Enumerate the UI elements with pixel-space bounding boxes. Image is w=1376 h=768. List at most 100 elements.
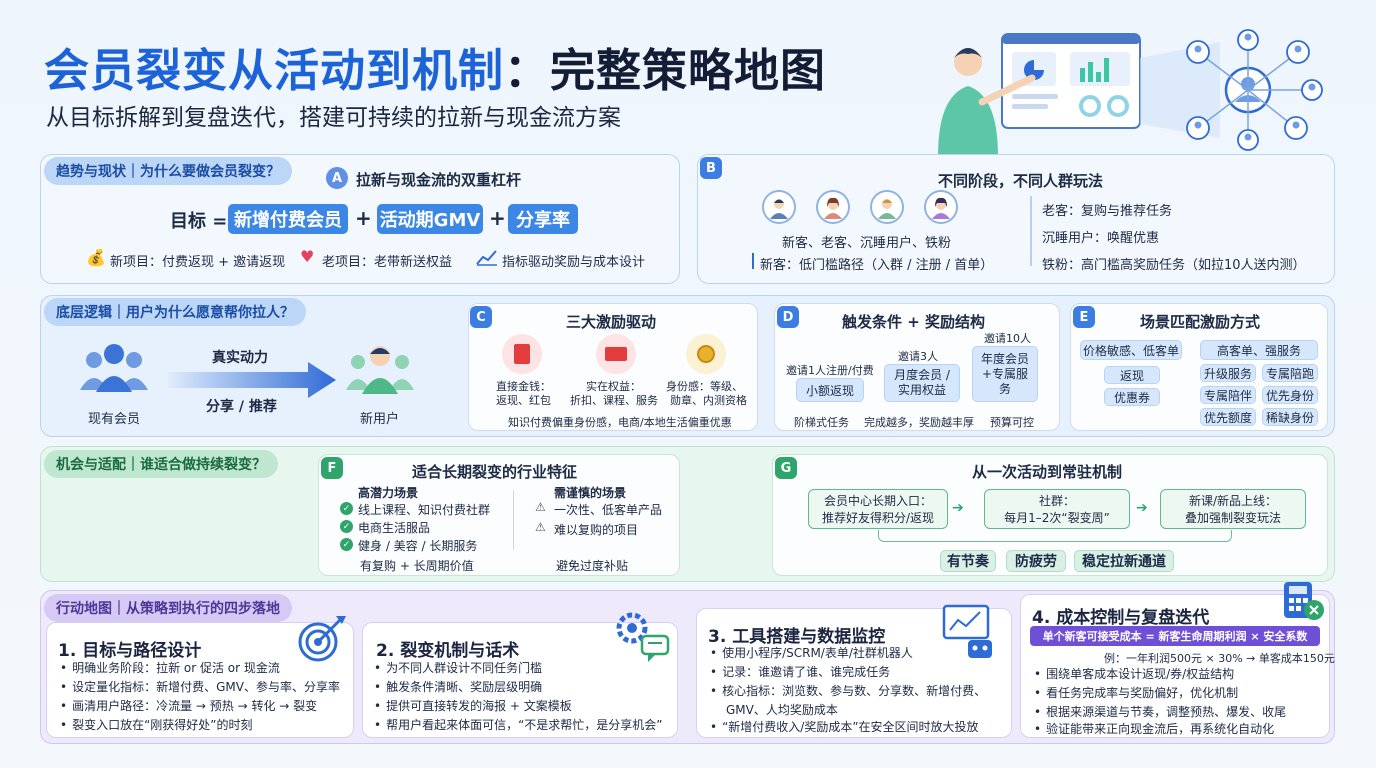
- step-1-item-2: 设定量化指标：新增付费、GMV、参与率、分享率: [60, 678, 340, 697]
- scene-upgrade: 升级服务: [1200, 364, 1256, 382]
- note-new-project: 新项目：付费返现 + 邀请返现: [110, 255, 286, 270]
- arrow-right-icon: [168, 362, 336, 398]
- mechanism-new-launch-l2: 叠加强制裂变玩法: [1184, 511, 1281, 525]
- dormant-user-avatar-icon: [870, 190, 904, 224]
- mechanism-member-center: 会员中心长期入口：推荐好友得积分/返现: [808, 489, 948, 529]
- incentive-note: 知识付费偏重身份感，电商/本地生活偏重优惠: [508, 416, 732, 429]
- careful-item-1: 一次性、低客单产品: [554, 503, 663, 517]
- heart-icon: ♥: [300, 247, 315, 266]
- incentive-rights-l2: 折扣、课程、服务: [570, 394, 658, 407]
- section-logic-tag: 底层逻辑｜用户为什么愿意帮你拉人？: [44, 298, 306, 326]
- fit-divider: [513, 490, 514, 550]
- badge-b: B: [700, 157, 722, 179]
- section-action-tag: 行动地图｜从策略到执行的四步落地: [44, 594, 292, 622]
- existing-members-label: 现有会员: [88, 412, 141, 427]
- step-1-item-3: 画清用户路径：冷流量 → 预热 → 转化 → 裂变: [60, 697, 317, 716]
- old-customer-avatar-icon: [816, 190, 850, 224]
- card-g-title: 从一次活动到常驻机制: [972, 463, 1123, 481]
- chip-rhythm: 有节奏: [940, 550, 996, 572]
- card-b-title: 不同阶段，不同人群玩法: [938, 172, 1104, 190]
- cost-example: 例：一年利润500元 × 30% → 单客成本150元: [1104, 652, 1335, 665]
- stair-box-1: 小额返现: [796, 378, 864, 402]
- step-4-item-4: 验证能带来正向现金流后，再系统化自动化: [1034, 720, 1274, 739]
- step-2-item-4: 帮用户看起来体面可信，“不是求帮忙，是分享机会”: [374, 716, 662, 735]
- card-a-title: 拉新与现金流的双重杠杆: [356, 171, 522, 189]
- coupon-icon: [596, 334, 636, 374]
- mechanism-new-launch-l1: 新课/新品上线：: [1188, 494, 1278, 508]
- note-metrics: 指标驱动奖励与成本设计: [502, 255, 646, 270]
- check-icon-3: ✓: [340, 538, 353, 551]
- goal-label: 目标 =: [170, 211, 228, 232]
- step-3-item-5: “新增付费收入/奖励成本”在安全区间时放大投放: [710, 718, 978, 737]
- careful-item-2: 难以复购的项目: [554, 523, 639, 537]
- warning-icon-2: ⚠: [535, 520, 546, 534]
- high-item-2: 电商生活服品: [358, 521, 431, 535]
- newcomer-path: 新客：低门槛路径（入群 / 注册 / 首单）: [760, 258, 994, 273]
- gear-chat-icon: [616, 612, 670, 662]
- step-3-item-4: GMV、人均奖励成本: [726, 703, 838, 717]
- scene-coupon: 优惠券: [1104, 388, 1160, 406]
- arrow-top-label: 真实动力: [212, 350, 268, 366]
- step-1-title: 1. 目标与路径设计: [58, 641, 202, 661]
- step-1-item-1: 明确业务阶段：拉新 or 促活 or 现金流: [60, 659, 280, 678]
- scene-price-sensitive: 价格敏感、低客单: [1080, 340, 1182, 360]
- plus-sign: +: [355, 206, 372, 230]
- chip-anti-fatigue: 防疲劳: [1006, 550, 1066, 572]
- mechanism-member-center-l1: 会员中心长期入口：: [823, 494, 932, 508]
- stair-top-1: 邀请1人注册/付费: [786, 364, 874, 377]
- cost-formula: 单个新客可接受成本 = 新客生命周期利润 × 安全系数: [1030, 626, 1320, 646]
- step-3-item-3: 核心指标：浏览数、参与数、分享数、新增付费、: [710, 682, 986, 701]
- title-part-2: 机制: [412, 44, 505, 97]
- incentive-identity-l2: 勋章、内测资格: [670, 394, 747, 407]
- card-b-panel: [697, 154, 1335, 284]
- incentive-money-l1: 直接金钱：: [496, 380, 551, 393]
- money-bag-icon: 💰: [86, 248, 106, 267]
- monitor-robot-icon: [942, 604, 992, 658]
- step-2-item-1: 为不同人群设计不同任务门槛: [374, 659, 542, 678]
- stair-tiered-tasks: 阶梯式任务: [794, 416, 849, 429]
- card-e-title: 场景匹配激励方式: [1140, 313, 1261, 331]
- step-3-item-2: 记录：谁邀请了谁、谁完成任务: [710, 663, 890, 682]
- careful-bottom: 避免过度补贴: [556, 559, 629, 573]
- scene-priority-identity: 优先身份: [1262, 386, 1318, 404]
- badge-c: C: [470, 306, 492, 328]
- page-subtitle: 从目标拆解到复盘迭代，搭建可持续的拉新与现金流方案: [46, 105, 621, 131]
- mechanism-community-l1: 社群：: [1038, 494, 1075, 508]
- flow-arrow-icon-2: ➔: [1136, 500, 1148, 516]
- scene-high-value: 高客单、强服务: [1200, 340, 1318, 360]
- persona-divider: [1030, 196, 1032, 266]
- step-2-item-3: 提供可直接转发的海报 + 文案模板: [374, 697, 572, 716]
- step-4-item-2: 看任务完成率与奖励偏好，优化机制: [1034, 684, 1238, 703]
- careful-title: 需谨慎的场景: [554, 486, 627, 500]
- note-old-project: 老项目：老带新送权益: [322, 255, 453, 270]
- check-icon-2: ✓: [340, 520, 353, 533]
- flow-arrow-icon-1: ➔: [952, 500, 964, 516]
- stair-box-3: 年度会员 +专属服务: [972, 346, 1038, 402]
- mechanism-community-l2: 每月1–2次“裂变周”: [1004, 511, 1110, 525]
- scene-cashback: 返现: [1104, 366, 1160, 384]
- high-potential-title: 高潜力场景: [358, 486, 419, 500]
- stair-top-3: 邀请10人: [984, 332, 1031, 345]
- incentive-rights-l1: 实在权益：: [586, 380, 641, 393]
- step-4-title: 4. 成本控制与复盘迭代: [1032, 608, 1210, 628]
- title-part-1: 会员裂变从活动到: [44, 44, 413, 97]
- chip-stable-channel: 稳定拉新通道: [1074, 550, 1174, 572]
- high-item-3: 健身 / 美容 / 长期服务: [358, 539, 478, 553]
- newcomer-avatar-icon: [762, 190, 796, 224]
- card-f-title: 适合长期裂变的行业特征: [412, 463, 578, 481]
- badge-a: A: [326, 167, 348, 189]
- persona-caption: 新客、老客、沉睡用户、铁粉: [782, 236, 952, 251]
- high-item-1: 线上课程、知识付费社群: [358, 503, 491, 517]
- title-part-3: ：完整策略地图: [504, 44, 827, 97]
- step-4-item-1: 围绕单客成本设计返现/券/权益结构: [1034, 665, 1234, 684]
- step-3-title: 3. 工具搭建与数据监控: [708, 627, 886, 647]
- trend-line-icon: [476, 250, 497, 266]
- existing-members-icon: [80, 344, 148, 392]
- arrow-bottom-label: 分享 / 推荐: [206, 399, 277, 415]
- badge-f: F: [321, 457, 343, 479]
- persona-dormant: 沉睡用户：唤醒优惠: [1042, 231, 1160, 246]
- plus-sign-2: +: [489, 206, 506, 230]
- warning-icon-1: ⚠: [535, 500, 546, 514]
- stair-box-2: 月度会员 /实用权益: [884, 364, 960, 402]
- goal-item-paid-members: 新增付费会员: [228, 204, 348, 234]
